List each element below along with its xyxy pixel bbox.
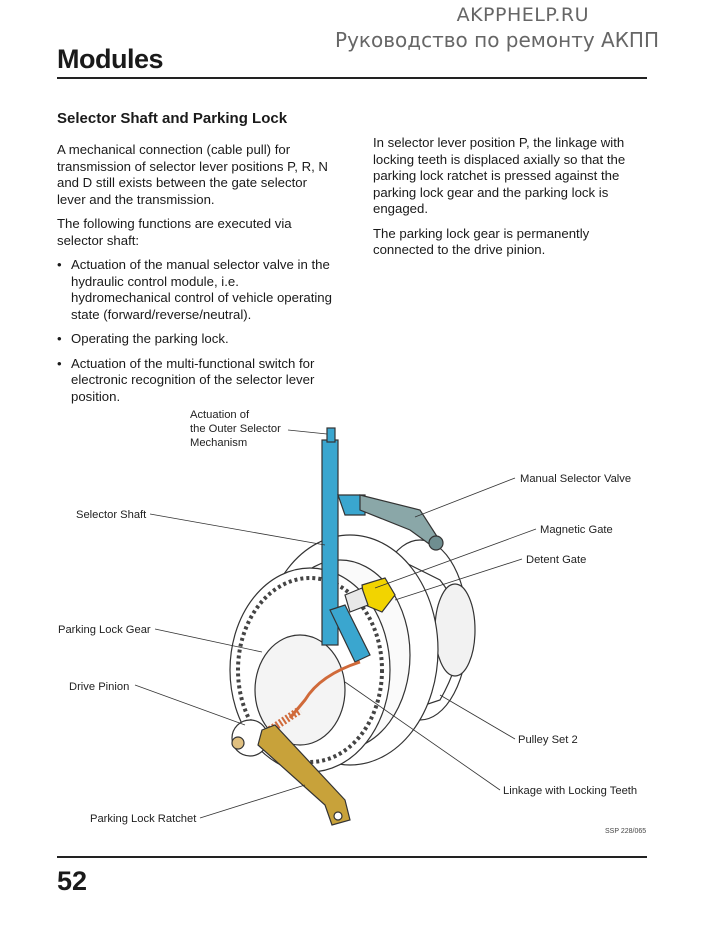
label-pulley-set-2: Pulley Set 2 — [518, 734, 578, 746]
bottom-divider — [57, 856, 647, 858]
watermark-subtitle: Руководство по ремонту АКПП — [335, 28, 659, 52]
label-drive-pinion: Drive Pinion — [69, 681, 129, 693]
magnetic-gate — [344, 587, 369, 613]
pulley-shaft-end — [434, 583, 476, 677]
label-actuation-1: Actuation of — [190, 409, 250, 421]
diagram-labels: Actuation of the Outer Selector Mechanis… — [58, 409, 646, 835]
label-magnetic-gate: Magnetic Gate — [540, 524, 613, 536]
watermark: AKPPHELP.RU Руководство по ремонту АКПП — [335, 4, 659, 52]
label-selector-shaft: Selector Shaft — [76, 509, 147, 521]
label-linkage-locking-teeth: Linkage with Locking Teeth — [503, 785, 637, 797]
label-actuation-2: the Outer Selector — [190, 423, 281, 435]
list-item: Operating the parking lock. — [57, 331, 332, 348]
selector-shaft-lower-arm — [329, 604, 371, 663]
diagram-reference: SSP 228/065 — [605, 828, 646, 835]
left-paragraph-2: The following functions are executed via… — [57, 216, 292, 248]
label-detent-gate: Detent Gate — [526, 554, 586, 566]
page-number: 52 — [57, 866, 88, 896]
list-item: Actuation of the multi-functional switch… — [57, 356, 332, 406]
section-title: Selector Shaft and Parking Lock — [57, 110, 288, 127]
drive-pinion-center — [231, 736, 245, 750]
label-manual-selector-valve: Manual Selector Valve — [520, 473, 631, 485]
top-divider — [57, 77, 647, 79]
left-paragraph-1: A mechanical connection (cable pull) for… — [57, 142, 328, 207]
selector-shaft-arm — [337, 494, 366, 516]
transmission-illustration — [229, 427, 476, 826]
leader-lines — [134, 429, 537, 819]
watermark-site: AKPPHELP.RU — [456, 4, 589, 26]
parking-lock-gear-hub — [254, 634, 346, 746]
function-list: Actuation of the manual selector valve i… — [57, 257, 332, 405]
label-parking-lock-gear: Parking Lock Gear — [58, 624, 151, 636]
right-paragraph-1: In selector lever position P, the linkag… — [373, 135, 626, 216]
parking-lock-ratchet — [257, 724, 351, 826]
linkage-locking-teeth — [288, 660, 361, 719]
list-item: Actuation of the manual selector valve i… — [57, 257, 332, 323]
left-column: A mechanical connection (cable pull) for… — [57, 142, 332, 413]
right-paragraph-2: The parking lock gear is permanently con… — [373, 225, 590, 258]
label-actuation-3: Mechanism — [190, 437, 247, 449]
page-title: Modules — [57, 44, 164, 74]
manual-selector-valve-end — [428, 535, 444, 551]
selector-shaft-top — [326, 427, 336, 443]
parking-lock-ratchet-hole — [333, 811, 343, 821]
parking-lock-gear-teeth — [236, 576, 384, 764]
label-parking-lock-ratchet: Parking Lock Ratchet — [90, 813, 197, 825]
parking-lock-diagram: Actuation of the Outer Selector Mechanis… — [58, 409, 646, 835]
right-column: In selector lever position P, the linkag… — [373, 135, 643, 267]
